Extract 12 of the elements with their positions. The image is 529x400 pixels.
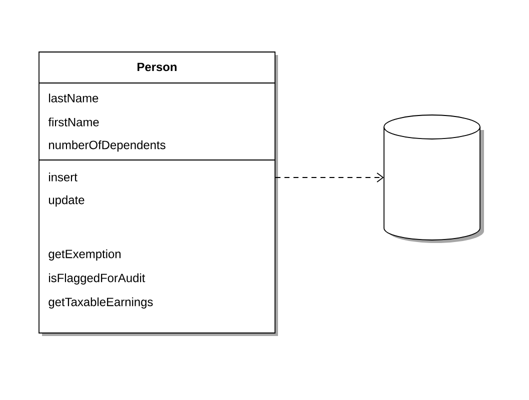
method: getExemption [48, 249, 121, 261]
attribute: lastName [49, 94, 98, 102]
class-box [38, 52, 278, 336]
attribute: firstName [48, 118, 99, 126]
method: isFlaggedForAudit [49, 273, 146, 285]
attribute: numberOfDependents [49, 140, 166, 152]
dashed-arrow [275, 172, 384, 182]
database-cylinder [384, 114, 484, 243]
method: update [48, 195, 84, 207]
class-name: Person [138, 62, 177, 72]
method: getTaxableEarnings [48, 297, 153, 309]
method: insert [49, 172, 78, 182]
